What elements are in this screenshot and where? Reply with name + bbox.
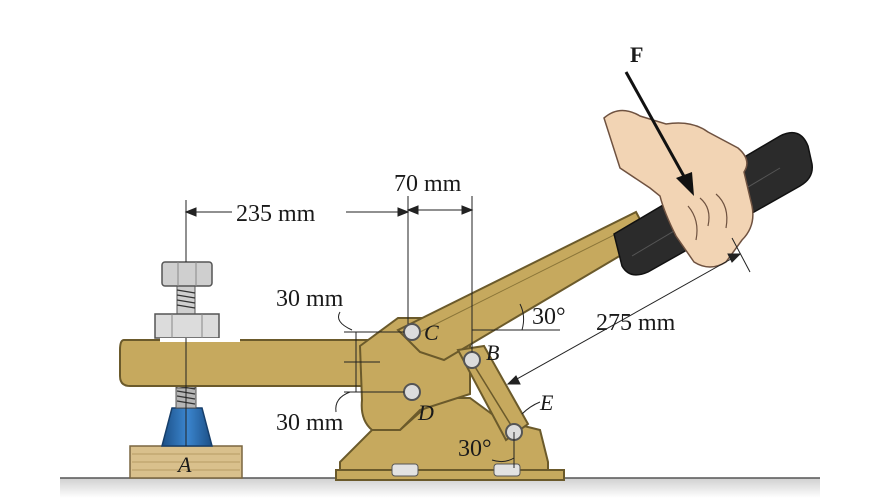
hand-illustration [603,109,754,268]
angle-link [491,432,515,468]
mount-slot-left [391,463,419,477]
pin-c [403,323,421,341]
top-hex-nut [161,261,213,287]
angle-link-label: 30° [458,436,492,462]
base-foot [335,469,565,481]
dim-275-label: 275 mm [596,310,676,336]
pin-b [463,351,481,369]
angle-handle [472,303,560,331]
dim-235 [184,200,410,446]
pin-d [403,383,421,401]
link-be [456,344,530,442]
point-label-a: A [176,452,192,477]
point-label-b: B [486,340,499,365]
dim-275 [506,237,751,385]
force-arrow-shaft [624,71,688,181]
pressure-pad [161,407,213,447]
dim-70 [406,196,474,352]
dim-30-bottom-label: 30 mm [276,410,344,436]
point-label-d: D [417,400,434,425]
ground [60,478,820,498]
leader-e [521,401,541,415]
force-arrow-head [676,172,694,196]
lock-nut [154,313,220,339]
dim-30-top [338,311,404,363]
mount-slot-right [493,463,521,477]
force-label: F [630,42,643,67]
dim-30-top-label: 30 mm [276,286,344,312]
dim-30-bottom [335,362,404,413]
clamp-arm [119,339,391,387]
angle-handle-label: 30° [532,304,566,330]
point-label-c: C [424,320,439,345]
workpiece-a [129,445,243,479]
dim-235-label: 235 mm [236,201,316,227]
point-label-e: E [539,390,554,415]
dim-70-label: 70 mm [394,171,462,197]
